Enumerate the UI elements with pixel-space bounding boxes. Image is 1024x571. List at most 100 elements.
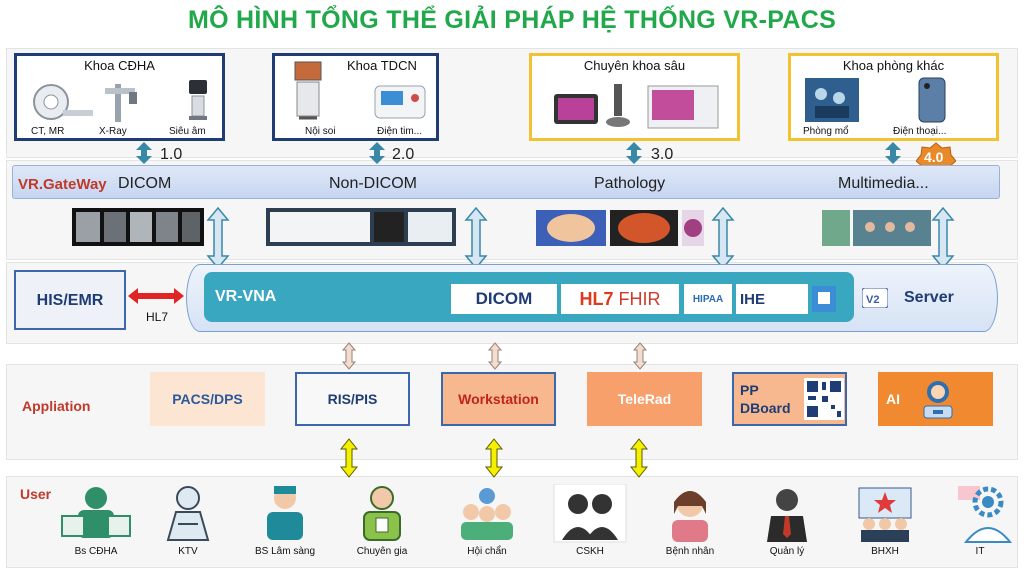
app-ris-pis: RIS/PIS [295,372,410,426]
pathology-devices-icon [554,84,719,129]
department-other: Khoa phòng khác Phòng mổ Điện thoại... [788,53,999,141]
user-caption: Hội chẩn [467,546,507,557]
user-caption: CSKH [576,546,604,557]
department-tdcn: Khoa TDCN Nội soi Điện tim... [272,53,439,141]
expert-icon [363,486,401,541]
pathology-thumbnails [536,210,704,246]
app-workstation: Workstation [441,372,556,426]
his-emr-box: HIS/EMR [14,270,126,330]
department-title: Khoa TDCN [347,58,417,73]
manager-icon [767,489,807,542]
cert-badge-icon [812,286,836,312]
clinician-icon [267,486,303,540]
department-title: Chuyên khoa sâu [583,58,686,73]
hipaa-logo: HIPAA [684,284,732,314]
dicom-logo-text: DICOM [475,289,533,308]
user-bs-cdha: Bs CĐHA [56,484,136,557]
version-label: 2.0 [392,146,415,163]
user-it: IT [940,484,1020,557]
user-caption: Quản lý [769,546,805,557]
endoscopy-ecg-icon [294,61,426,120]
department-title: Khoa CĐHA [84,58,155,73]
user-bs-lam-sang: BS Lâm sàng [245,484,325,557]
app-label: PACS/DPS [172,391,243,407]
user-quan-ly: Quản lý [747,484,827,557]
vr-server-logo-icon: V2 [862,288,888,308]
caption-phone: Điện thoại... [893,126,947,137]
dicom-thumbnails [72,208,204,246]
insurance-icon [858,487,912,542]
imaging-devices-icon [33,80,207,122]
caption-ultrasound: Siêu âm [169,126,206,137]
gateway-bar [12,165,1000,199]
version-badge-label: 4.0 [924,149,944,165]
gateway-dicom: DICOM [118,175,172,192]
gateway-vna-arrows [206,206,955,270]
ai-assistant-icon [923,381,953,419]
user-chuyen-gia: Chuyên gia [342,484,422,557]
radiologist-icon [61,487,131,538]
hl7-link-label: HL7 [146,310,169,324]
user-cskh: CSKH [550,483,630,557]
non-dicom-thumbnails [266,208,456,246]
caption-endoscopy: Nội soi [305,126,336,137]
user-caption: BHXH [871,546,899,557]
app-label: PP DBoard [740,382,791,416]
user-caption: KTV [178,546,198,557]
technician-icon [166,486,210,541]
page-title: MÔ HÌNH TỔNG THỂ GIẢI PHÁP HỆ THỐNG VR-P… [187,6,837,34]
dicom-logo: DICOM [451,284,557,314]
ihe-logo: IHE [736,284,808,314]
app-telerad: TeleRad [587,372,702,426]
modality-thumbnails [72,208,931,246]
user-caption: Bs CĐHA [74,546,118,557]
user-bhxh: BHXH [845,484,925,557]
user-caption: BS Lâm sàng [254,546,316,557]
it-support-icon [958,486,1013,543]
fhir-logo-text: FHIR [618,288,661,309]
app-user-arrows [339,438,649,478]
qr-code-icon [804,378,844,420]
caption-ct-mr: CT, MR [31,126,65,137]
server-label: Server [904,289,954,306]
consultation-icon [461,488,513,540]
his-emr-label: HIS/EMR [36,292,104,309]
department-specialty: Chuyên khoa sâu [529,53,740,141]
caption-ecg: Điện tim... [377,126,423,137]
hl7-logo-text: HL7 [579,288,614,309]
version-arrows [136,142,901,164]
user-ktv: KTV [148,484,228,557]
app-label: RIS/PIS [327,391,378,407]
version-label: 3.0 [651,146,674,163]
gateway-multimedia: Multimedia... [838,175,929,192]
app-label: AI [886,391,900,407]
caption-operating-room: Phòng mổ [803,126,849,137]
user-caption: IT [975,546,985,557]
application-band-label: Appliation [22,398,91,414]
user-caption: Chuyên gia [356,546,408,557]
app-pp-dboard: PP DBoard [732,372,847,426]
user-benh-nhan: Bệnh nhân [650,484,730,557]
ihe-logo-text: IHE [740,290,766,308]
caption-xray: X-Ray [99,126,127,137]
gateway-brand: VR.GateWay [18,176,107,193]
vna-label: VR-VNA [215,288,277,305]
hipaa-logo-text: HIPAA [692,293,724,305]
hl7-fhir-logo: HL7 FHIR [561,284,679,314]
hl7-link-arrow [128,288,184,304]
app-label: TeleRad [617,391,672,407]
svg-text:V2: V2 [866,294,879,306]
app-pacs-dps: PACS/DPS [150,372,265,426]
user-band-label: User [20,486,52,502]
user-hoi-chan: Hội chẩn [447,484,527,557]
department-title: Khoa phòng khác [842,58,945,73]
user-caption: Bệnh nhân [665,546,715,557]
department-cdha: Khoa CĐHA CT, MR X-Ray Siêu âm [14,53,225,141]
customer-care-icon [553,483,627,543]
gateway-non-dicom: Non-DICOM [329,175,418,192]
vna-app-arrows [341,342,648,370]
version-label: 1.0 [160,146,183,163]
gateway-pathology: Pathology [594,175,666,192]
app-ai: AI [878,372,993,426]
app-label: Workstation [458,391,539,407]
